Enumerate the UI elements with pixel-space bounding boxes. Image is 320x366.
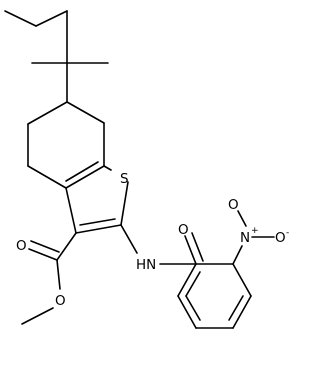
bond [35,10,68,27]
bond [65,161,99,182]
bond [232,245,243,265]
amide-oxygen-label: O [178,222,189,238]
ester-ether-oxygen-label: O [55,293,66,309]
amide-nh-label: HN [136,257,156,273]
bond [27,165,67,189]
bond [232,263,252,297]
bond [56,259,61,290]
bond [228,295,244,321]
nitro-double-bond-oxygen-label: O [228,197,239,213]
nitro-nitrogen-label: N [240,230,250,246]
nitro-oxygen-charge-label: - [286,228,289,238]
bond [27,101,68,125]
bond [103,165,112,171]
bond [28,248,58,261]
bond [65,187,77,234]
atom-labels: S HN O O O N + O O - [16,171,289,309]
bond [79,218,116,226]
bond [185,271,201,297]
bond [56,232,77,261]
bond-lines [4,10,275,329]
bond [237,210,247,227]
bond [184,235,197,265]
bond [30,240,60,253]
bond [4,10,37,27]
molecule-svg: S HN O O O N + O O - [4,10,289,329]
bond [21,307,54,325]
bond [185,295,201,321]
bond [177,263,197,297]
bond [120,224,138,254]
molecule-canvas: S HN O O O N + O O - [4,10,290,329]
bond [66,101,105,124]
bond [75,224,122,234]
nitro-nitrogen-charge-label: + [251,226,259,236]
bond [120,181,129,226]
bond [177,295,197,329]
ester-carbonyl-oxygen-label: O [16,238,27,254]
nitro-single-bond-oxygen-label: O [275,230,286,246]
bond [232,295,252,329]
bond [65,165,105,189]
sulfur-atom-label: S [120,171,129,187]
bond [191,232,204,262]
